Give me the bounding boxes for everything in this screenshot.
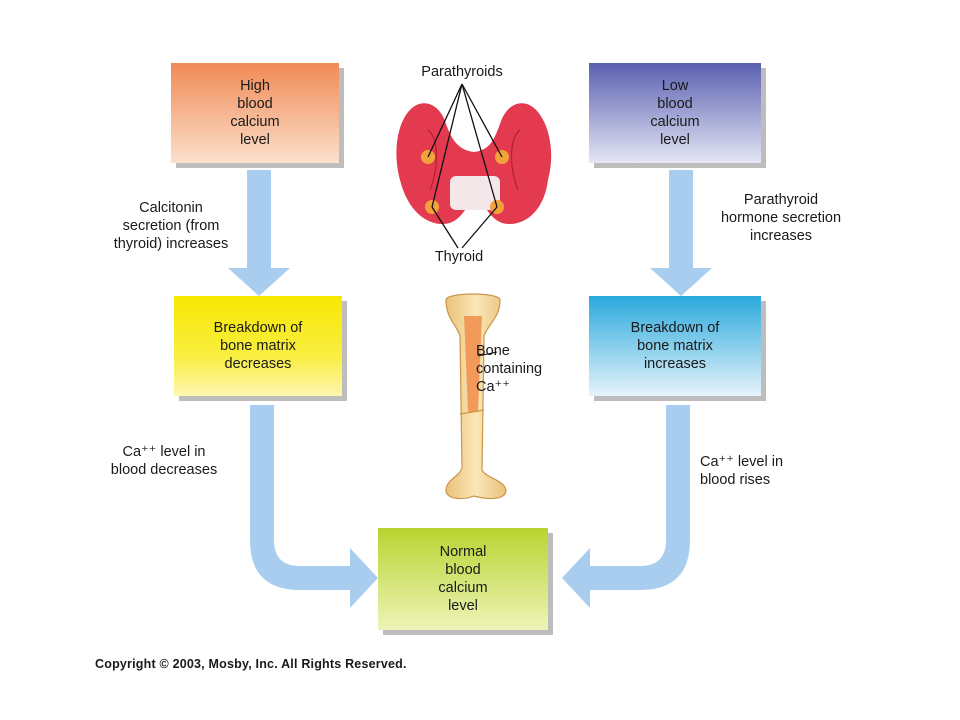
high-calcium-box: High blood calcium level [171, 63, 339, 163]
parathyroids-label: Parathyroids [421, 64, 503, 80]
low-calcium-box: Low blood calcium level [589, 63, 761, 163]
copyright-notice: Copyright © 2003, Mosby, Inc. All Rights… [95, 657, 407, 671]
breakdown-increases-box: Breakdown of bone matrix increases [589, 296, 761, 396]
bone-label: Bone containing Ca⁺⁺ [476, 343, 543, 395]
ca-decreases-label: Ca⁺⁺ level in blood decreases [110, 444, 218, 478]
arrow-low-to-increase [650, 170, 712, 296]
bone-illustration [445, 293, 507, 500]
ca-rises-label: Ca⁺⁺ level in blood rises [700, 454, 784, 488]
arrow-high-to-decrease [228, 170, 290, 296]
arrow-decrease-to-normal [250, 405, 378, 608]
flow-arrows [228, 170, 712, 608]
breakdown-decreases-box: Breakdown of bone matrix decreases [174, 296, 342, 396]
arrow-increase-to-normal [562, 405, 690, 608]
thyroid-illustration [396, 83, 552, 249]
thyroid-label: Thyroid [434, 249, 484, 265]
normal-calcium-box: Normal blood calcium level [378, 528, 548, 630]
calcitonin-label: Calcitonin secretion (from thyroid) incr… [113, 200, 229, 252]
parathyroid-hormone-label: Parathyroid hormone secretion increases [720, 192, 842, 244]
